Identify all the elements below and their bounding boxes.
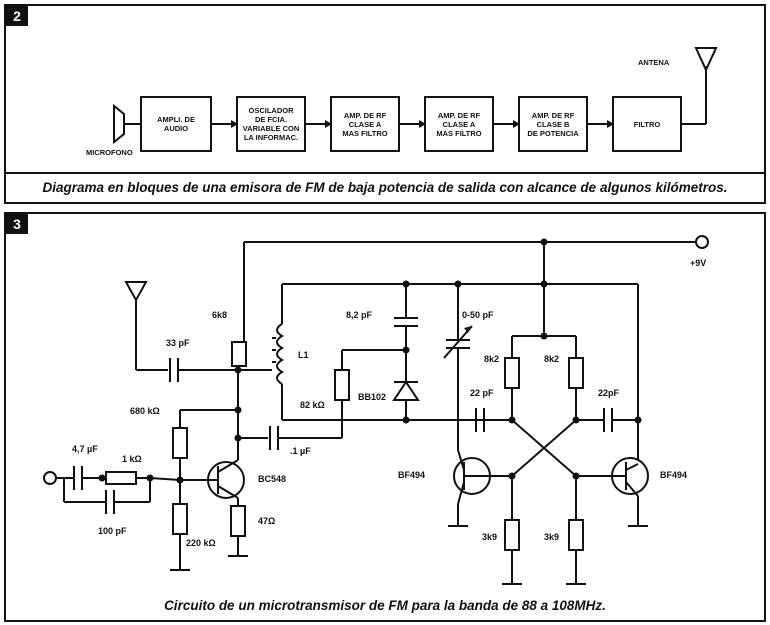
antenna-icon [694,47,718,73]
rf-amp-a1-block: AMP. DE RF CLASE A MAS FILTRO [330,96,400,152]
rf-amp-a2-block: AMP. DE RF CLASE A MAS FILTRO [424,96,494,152]
c-4-7uf-label: 4,7 µF [72,444,98,454]
l1-label: L1 [298,350,309,360]
microphone-icon [113,103,125,145]
block-diagram-caption: Diagrama en bloques de una emisora de FM… [42,180,728,195]
figure-number: 3 [6,214,28,234]
supply-label: +9V [690,258,707,268]
input-terminal [43,471,57,485]
q-bf494-a-label: BF494 [398,470,426,480]
r-3k9-b-label: 3k9 [544,532,560,542]
signal-arrows [138,120,614,128]
supply-terminal [695,235,709,249]
r-47-label: 47Ω [258,516,276,526]
c-33pf-label: 33 pF [166,338,190,348]
caption-divider [6,172,764,174]
microphone-label: MICROFONO [86,148,133,157]
oscillator-block: OSCILADOR DE FCIA. VARIABLE CON LA INFOR… [236,96,306,152]
c-100pf-label: 100 pF [98,526,127,536]
block-diagram-panel: 2 MICROFONO ANTENA AMPLI. DE AUDIO OSCIL… [4,4,766,204]
filter-block: FILTRO [612,96,682,152]
c-01uf-label: .1 µF [290,446,311,456]
r-8k2-b-label: 8k2 [544,354,560,364]
c-22pf-b-label: 22pF [598,388,620,398]
circuit-caption: Circuito de un microtransmisor de FM par… [164,598,606,613]
r-3k9-a-label: 3k9 [482,532,498,542]
r-6k8-label: 6k8 [212,310,228,320]
antenna-label: ANTENA [638,58,670,67]
q-bf494-b-label: BF494 [660,470,688,480]
r-680k-label: 680 kΩ [130,406,160,416]
block-diagram-wiring [113,47,718,145]
q-bc548-label: BC548 [258,474,287,484]
audio-amp-block: AMPLI. DE AUDIO [140,96,212,152]
antenna-icon [124,281,148,303]
r-8k2-a-label: 8k2 [484,354,500,364]
r-220k-label: 220 kΩ [186,538,216,548]
r-1k-label: 1 kΩ [122,454,142,464]
c-8-2pf-label: 8,2 pF [346,310,373,320]
r-82k-label: 82 kΩ [300,400,325,410]
bb102-label: BB102 [358,392,387,402]
c-22pf-a-label: 22 pF [470,388,494,398]
rf-amp-b-block: AMP. DE RF CLASE B DE POTENCIA [518,96,588,152]
figure-number: 2 [6,6,28,26]
circuit-panel: 3 [4,212,766,622]
c-var-label: 0-50 pF [462,310,494,320]
circuit-schematic [43,235,709,585]
